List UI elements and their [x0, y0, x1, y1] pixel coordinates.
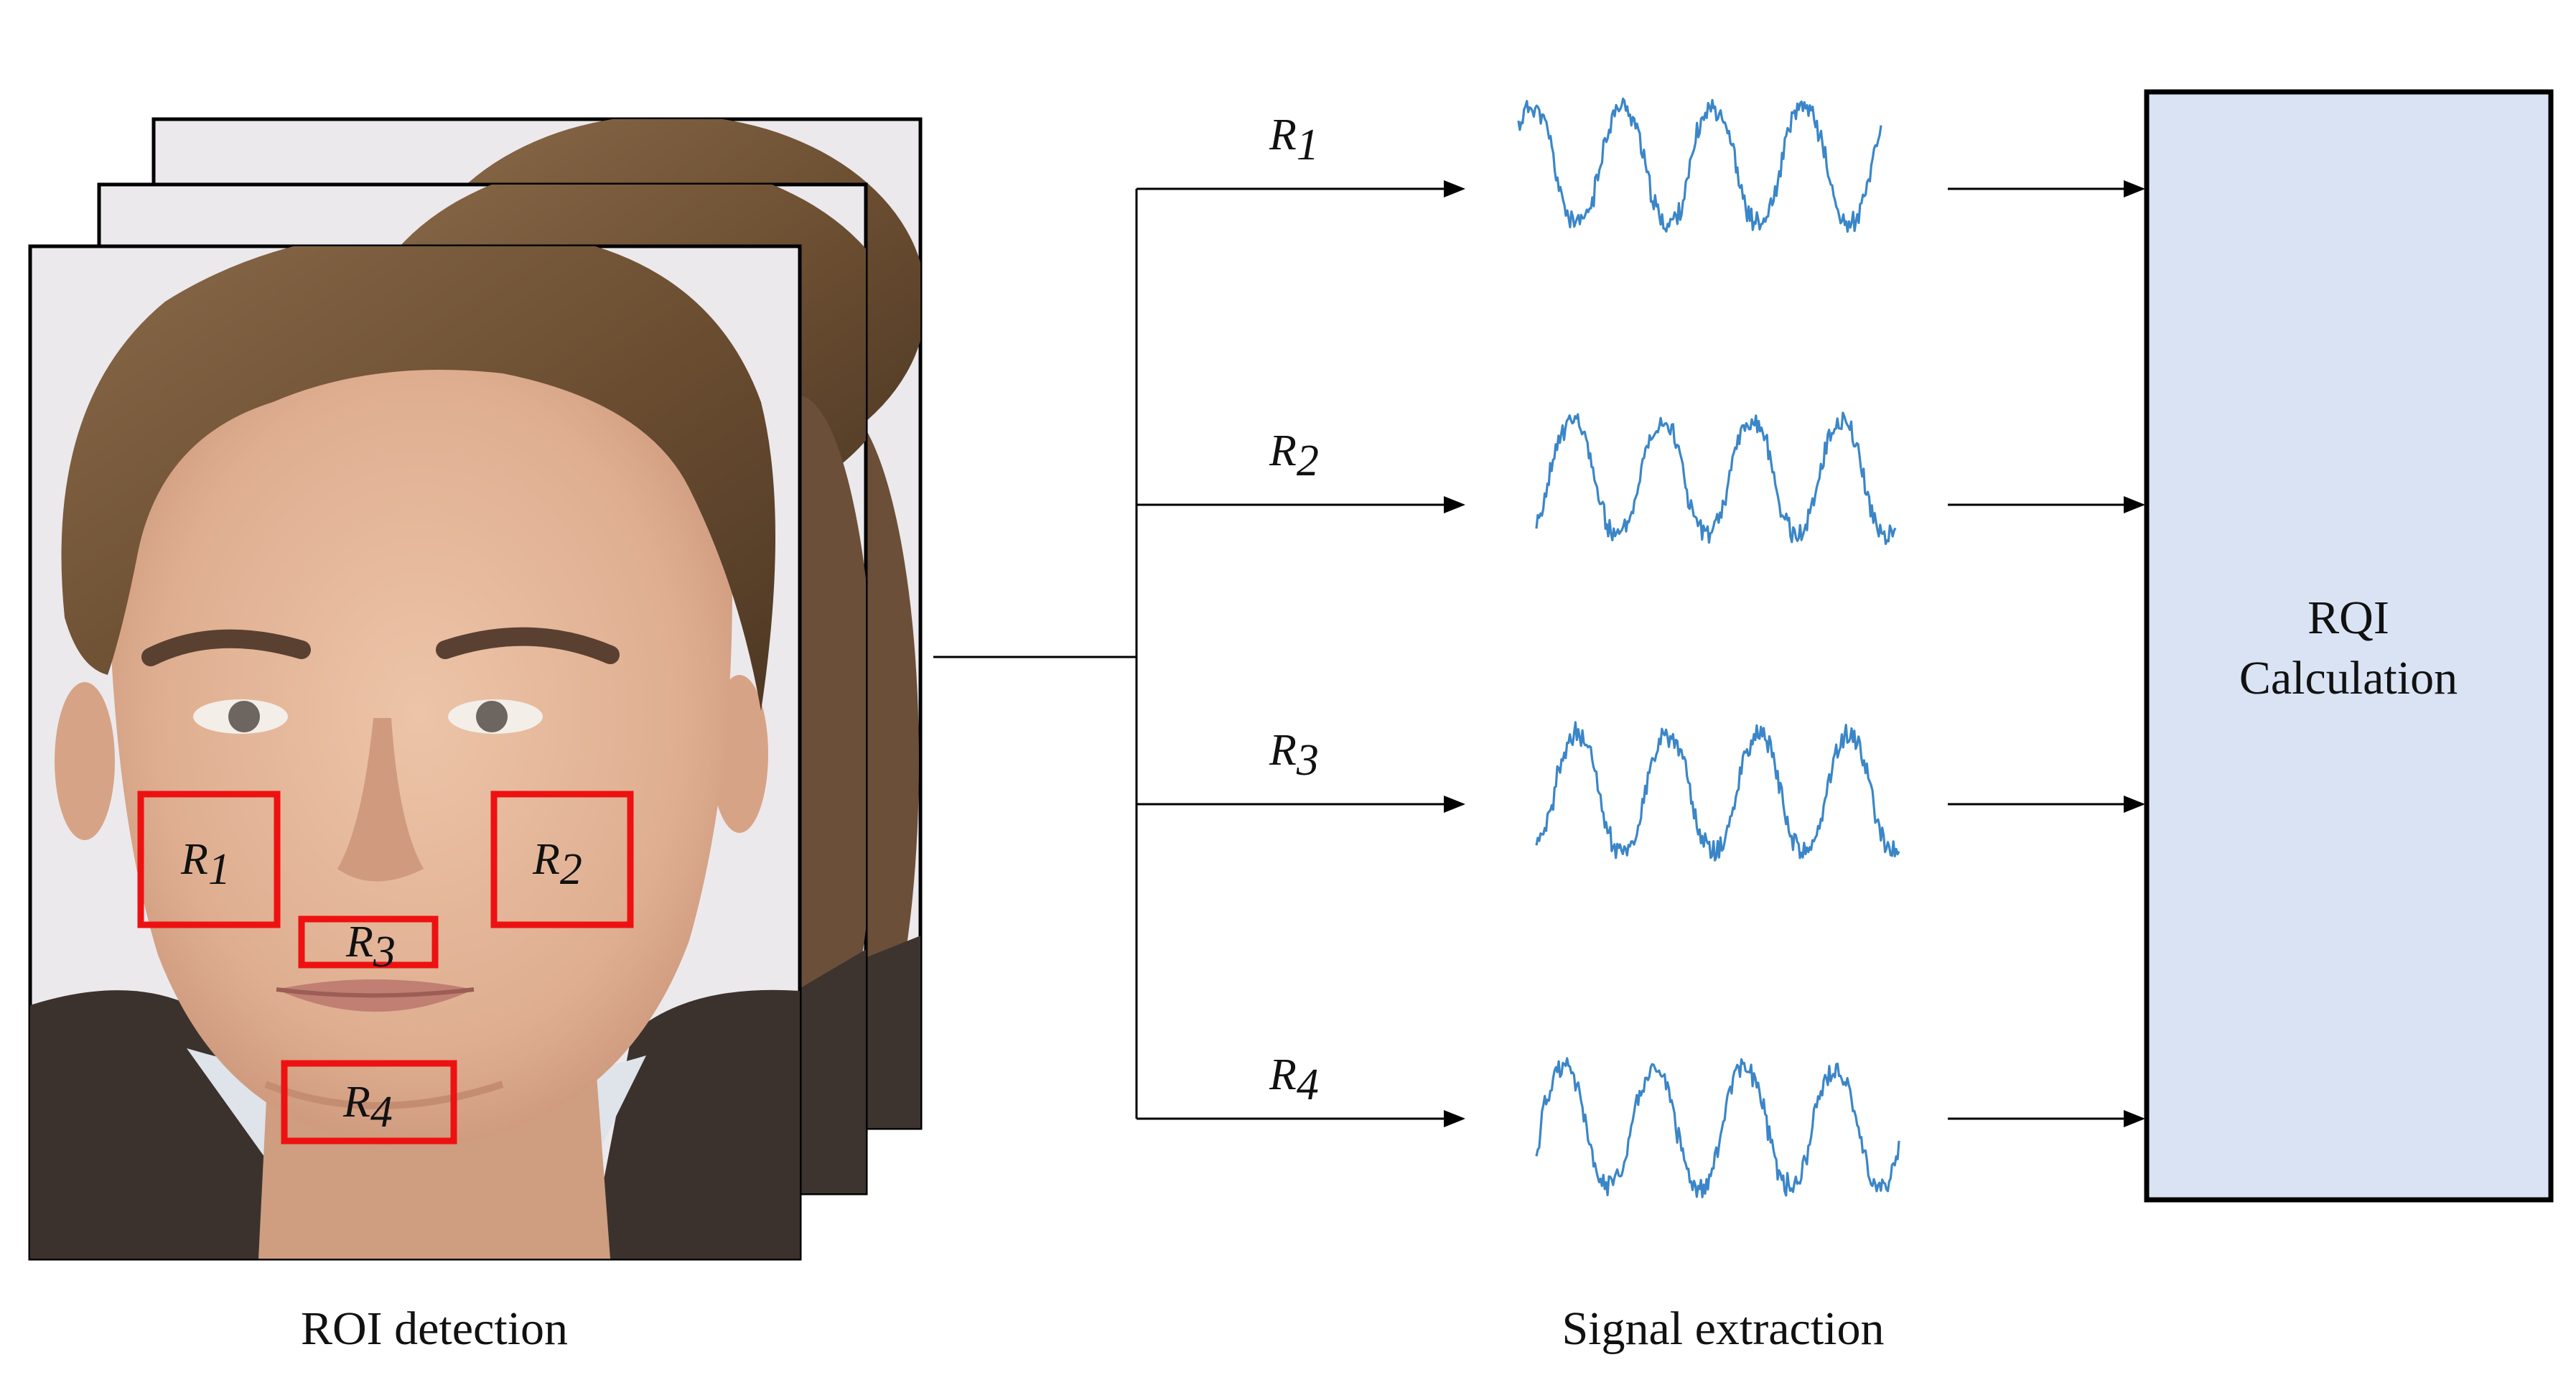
roi-label-r1: R1 — [180, 835, 230, 894]
rqi-box-line1: RQI — [2307, 592, 2389, 644]
frame-front — [28, 244, 802, 1261]
signal-waveform-r4 — [1535, 1057, 1900, 1198]
roi-box-r3: R3 — [298, 915, 439, 977]
roi-label-r4: R4 — [342, 1078, 393, 1137]
roi-box-r2: R2 — [490, 791, 634, 928]
caption-signal-extraction: Signal extraction — [1562, 1302, 1884, 1355]
rqi-calculation-box: RQI Calculation — [2144, 89, 2554, 1203]
roi-box-r1: R1 — [137, 791, 281, 928]
branch-connector — [933, 189, 1138, 1119]
branch-label-r3: R3 — [1269, 726, 1319, 785]
rqi-box-line2: Calculation — [2239, 652, 2458, 704]
branch-label-r2: R2 — [1269, 427, 1319, 485]
signal-waveforms — [1517, 97, 1900, 1198]
signal-waveform-r2 — [1535, 411, 1897, 546]
signal-waveform-r3 — [1535, 721, 1900, 862]
caption-roi-detection: ROI detection — [301, 1302, 568, 1355]
roi-box-r4: R4 — [281, 1060, 457, 1145]
branch-label-r1: R1 — [1269, 111, 1319, 169]
roi-label-r2: R2 — [532, 835, 582, 894]
branch-label-r4: R4 — [1269, 1050, 1319, 1109]
face-illustration — [30, 246, 800, 1259]
roi-label-r3: R3 — [345, 918, 396, 977]
signal-waveform-r1 — [1517, 97, 1882, 233]
